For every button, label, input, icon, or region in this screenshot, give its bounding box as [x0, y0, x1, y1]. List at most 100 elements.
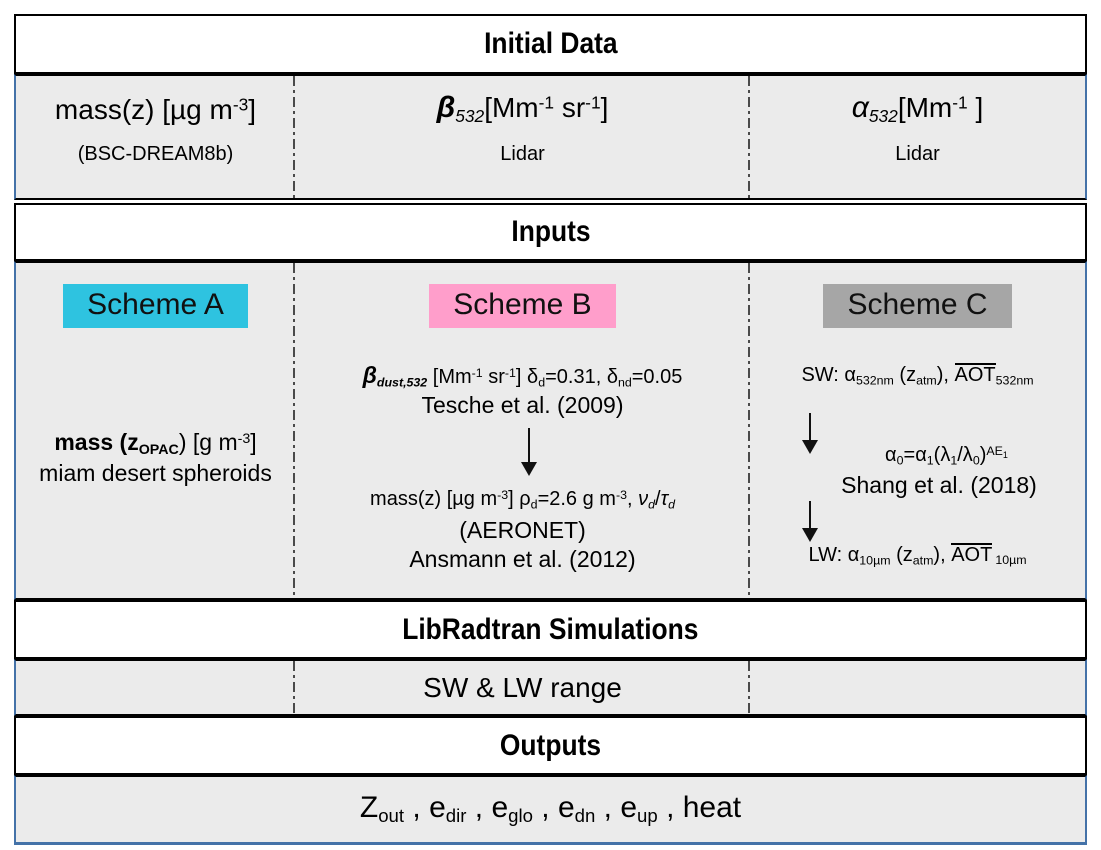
output-edn-sub: dn: [574, 805, 596, 827]
scheme-c-alpha0: α: [885, 444, 897, 466]
scheme-c-down-arrow-1: [802, 413, 818, 454]
scheme-c-lw-aot: AOT: [951, 543, 993, 566]
initial-data-row: mass(z) [µg m-3] (BSC-DREAM8b) β532[Mm-1…: [14, 74, 1087, 200]
output-eup-sub: up: [637, 805, 658, 827]
scheme-c-alpha1: α: [915, 444, 927, 466]
scheme-b-sep: ,: [626, 488, 639, 510]
output-z: Z: [359, 791, 379, 825]
scheme-c-down-arrow-2: [802, 501, 818, 542]
output-eglo-sub: glo: [508, 805, 533, 827]
banner-outputs: Outputs: [14, 716, 1087, 775]
initial-data-beta-source: Lidar: [500, 143, 545, 165]
scheme-c-paren-open: (λ: [933, 444, 951, 466]
scheme-b-delta-d-symbol: δ: [527, 366, 539, 388]
scheme-b-down-arrow: [521, 428, 537, 476]
output-sep-4: ,: [595, 791, 621, 825]
scheme-b-rho-exp: -3: [615, 488, 627, 503]
scheme-b-units-exp1: -1: [471, 366, 483, 381]
scheme-c-paren-close: ): [979, 444, 987, 466]
scheme-b-mass-pre: mass(z) [µg m: [370, 488, 498, 510]
scheme-a-mass-exp: -3: [237, 431, 251, 448]
output-z-sub: out: [378, 805, 405, 827]
alpha-units-exp1: -1: [952, 92, 968, 113]
range-col-c: [750, 661, 1085, 714]
scheme-c-sw-aot: AOT: [954, 363, 996, 386]
beta-units-post: ]: [600, 92, 609, 123]
scheme-b-beta-sub: dust,532: [376, 375, 428, 390]
scheme-b-ref-tesche: Tesche et al. (2009): [421, 392, 624, 418]
output-sep-1: ,: [404, 791, 430, 825]
output-heat: heat: [682, 791, 742, 825]
scheme-a-line2: miam desert spheroids: [39, 460, 272, 486]
scheme-b-units-pre: [Mm: [427, 366, 472, 388]
beta-subscript: 532: [455, 105, 485, 126]
scheme-c-lw-z-pre: (z: [890, 544, 913, 566]
initial-data-alpha-source: Lidar: [895, 143, 940, 165]
initial-data-mass: mass(z) [µg m-3]: [16, 94, 295, 125]
output-edir-sub: dir: [445, 805, 467, 827]
scheme-b-mass-exp: -3: [497, 488, 509, 503]
scheme-a-line1: mass (zOPAC) [g m-3]: [16, 428, 295, 460]
mass-quantity-text: mass(z) [µg m: [54, 94, 233, 125]
initial-data-col-a: mass(z) [µg m-3] (BSC-DREAM8b): [16, 76, 295, 198]
initial-data-col-b: β532[Mm-1 sr-1] Lidar: [295, 76, 750, 198]
output-eglo: e: [491, 791, 509, 825]
scheme-c-ref-shang: Shang et al. (2018): [841, 472, 1037, 498]
alpha-units-pre: [Mm: [897, 92, 953, 123]
scheme-c-lw-alpha: α: [847, 544, 860, 566]
banner-initial-data-label: Initial Data: [483, 27, 618, 60]
outputs-list: Zout , edir , eglo , edn , eup , heat: [360, 791, 741, 827]
mass-exponent: -3: [232, 94, 249, 115]
scheme-b-chip: Scheme B: [429, 284, 616, 328]
simulation-range-row: SW & LW range: [14, 659, 1087, 716]
scheme-c-lw-aot-sub: 10µm: [995, 553, 1027, 568]
scheme-c-lw-z-sub: atm: [912, 553, 934, 568]
scheme-c-equals: =: [903, 444, 916, 466]
scheme-b-units-post: ]: [515, 366, 528, 388]
scheme-b-delta-d-value: =0.31,: [545, 366, 607, 388]
schemes-row: Scheme A mass (zOPAC) [g m-3] miam deser…: [14, 261, 1087, 600]
banner-inputs: Inputs: [14, 203, 1087, 261]
output-eup: e: [620, 791, 638, 825]
schemes-separator-right: [748, 263, 750, 598]
range-separator-right: [748, 661, 750, 714]
scheme-b-ratio-slash: /: [655, 488, 661, 510]
scheme-b-delta-nd-sub: nd: [617, 375, 632, 390]
scheme-b-line3: mass(z) [µg m-3] ρd=2.6 g m-3, νd/τd: [299, 487, 746, 513]
output-edir: e: [429, 791, 446, 825]
scheme-b-delta-d-sub: d: [538, 375, 546, 390]
scheme-a-column: Scheme A mass (zOPAC) [g m-3] miam deser…: [16, 263, 295, 598]
output-sep-3: ,: [532, 791, 558, 825]
beta-units-exp2: -1: [585, 92, 601, 113]
scheme-c-slash: /λ: [957, 444, 973, 466]
scheme-c-sw-z-pre: (z: [893, 364, 917, 386]
scheme-b-column: Scheme B βdust,532 [Mm-1 sr-1] δd=0.31, …: [295, 263, 750, 598]
range-col-a: [16, 661, 295, 714]
scheme-c-column: Scheme C SW: α532nm (zatm), AOT532nm α0=…: [750, 263, 1085, 598]
scheme-c-lw-alpha-sub: 10µm: [859, 553, 891, 568]
alpha-subscript: 532: [868, 105, 898, 126]
scheme-b-nu-symbol: ν: [638, 488, 649, 510]
output-sep-2: ,: [466, 791, 492, 825]
scheme-b-rho-value: =2.6 g m: [537, 488, 616, 510]
banner-inputs-label: Inputs: [510, 215, 591, 248]
banner-libradtran: LibRadtran Simulations: [14, 600, 1087, 659]
scheme-a-chip: Scheme A: [63, 284, 248, 328]
scheme-c-sw-label: SW:: [801, 364, 845, 386]
scheme-b-units-mid: sr: [482, 366, 505, 388]
schemes-separator-left: [293, 263, 295, 598]
scheme-b-rho-pre: ] ρ: [508, 488, 531, 510]
scheme-b-aeronet: (AERONET): [459, 517, 586, 543]
beta-units-exp1: -1: [538, 92, 555, 113]
output-edn: e: [557, 791, 575, 825]
scheme-a-mass-post: ]: [250, 429, 257, 455]
scheme-b-ref-ansmann: Ansmann et al. (2012): [409, 546, 636, 572]
scheme-c-chip: Scheme C: [823, 284, 1012, 328]
scheme-c-alpha1-sub: 1: [926, 453, 934, 468]
scheme-b-rho-sub: d: [530, 497, 538, 512]
scheme-a-mass-mid: ) [g m: [178, 429, 238, 455]
scheme-c-lambda0-sub: 0: [972, 453, 980, 468]
alpha-symbol: α: [851, 91, 869, 124]
scheme-b-tau-sub: d: [668, 497, 675, 512]
column-separator-left: [293, 76, 295, 198]
